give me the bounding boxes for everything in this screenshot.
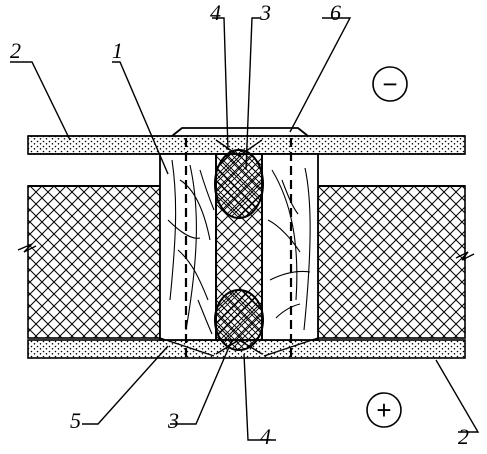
joint-foam-left <box>159 138 217 360</box>
callout-4-top: 4 <box>210 0 221 25</box>
callout-3-bottom: 3 <box>167 408 179 433</box>
leader-lines <box>10 17 480 441</box>
callout-2-bottom: 2 <box>458 424 469 449</box>
top-cover-strip <box>171 127 309 137</box>
right-insulation-block <box>317 185 466 339</box>
callout-2-top: 2 <box>10 38 21 63</box>
bottom-sealing-cord <box>214 289 264 351</box>
callout-6: 6 <box>330 0 341 25</box>
top-sealant-wedge <box>215 139 263 157</box>
joint-foam-right <box>261 138 319 360</box>
callout-4-bottom: 4 <box>260 424 271 449</box>
svg-text:−: − <box>382 69 397 99</box>
svg-text:+: + <box>376 395 391 425</box>
bottom-sealant-wedge <box>215 339 263 355</box>
left-break-mark <box>17 243 37 253</box>
callout-5: 5 <box>70 408 81 433</box>
bottom-seam <box>159 337 319 357</box>
negative-symbol: − <box>372 66 408 102</box>
top-sealing-cord <box>214 149 264 219</box>
callout-1: 1 <box>112 38 123 63</box>
positive-symbol: + <box>366 392 402 428</box>
callout-3-top: 3 <box>259 0 271 25</box>
left-insulation-block <box>27 185 161 339</box>
right-break-mark <box>455 251 475 261</box>
